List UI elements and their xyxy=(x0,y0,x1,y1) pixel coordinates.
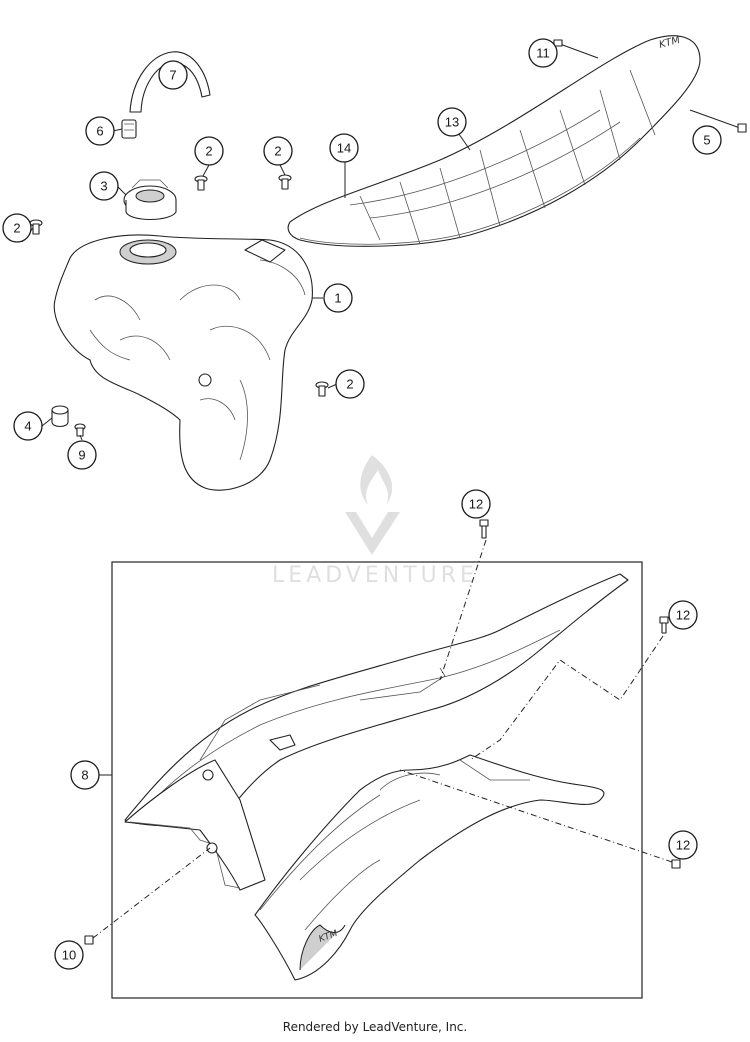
side-panel-lower: KTM xyxy=(254,754,605,981)
footer-credit: Rendered by LeadVenture, Inc. xyxy=(282,1020,468,1034)
screw-4 xyxy=(315,381,329,397)
bolt-12a xyxy=(479,519,489,539)
bolt-12b xyxy=(659,616,669,634)
leader-9 xyxy=(79,434,83,441)
svg-text:14: 14 xyxy=(337,141,351,156)
screw-1 xyxy=(194,175,208,191)
fuel-hose xyxy=(129,51,211,113)
callout-2c: 2 xyxy=(2,213,32,243)
fuel-tank xyxy=(53,234,313,491)
seat-bolt-front xyxy=(553,39,599,59)
svg-text:9: 9 xyxy=(78,448,85,463)
callout-10: 10 xyxy=(54,940,84,970)
callout-2b: 2 xyxy=(263,136,293,166)
fuel-cap xyxy=(123,179,177,221)
svg-text:6: 6 xyxy=(96,124,103,139)
callout-6: 6 xyxy=(85,116,115,146)
leadventure-watermark: LEADVENTURE xyxy=(272,455,478,588)
svg-text:13: 13 xyxy=(445,115,459,130)
svg-text:7: 7 xyxy=(169,68,176,83)
svg-text:2: 2 xyxy=(274,144,281,159)
callout-2a: 2 xyxy=(194,136,224,166)
callout-3: 3 xyxy=(89,171,119,201)
screw-3 xyxy=(29,219,43,235)
leader-2b xyxy=(279,164,286,176)
svg-text:11: 11 xyxy=(536,46,550,61)
leader-2a xyxy=(202,164,210,177)
callout-12b: 12 xyxy=(668,600,698,630)
dash-12c xyxy=(399,769,673,863)
callout-14: 14 xyxy=(329,133,359,163)
svg-text:12: 12 xyxy=(676,838,690,853)
svg-text:10: 10 xyxy=(62,948,76,963)
svg-text:8: 8 xyxy=(81,768,88,783)
kit-frame xyxy=(111,561,643,999)
svg-text:5: 5 xyxy=(703,133,710,148)
screw-2 xyxy=(278,174,292,190)
svg-text:2: 2 xyxy=(346,377,353,392)
leader-4 xyxy=(41,417,53,427)
svg-text:12: 12 xyxy=(469,497,483,512)
radiator-shroud xyxy=(124,759,266,891)
bolt-12c xyxy=(671,859,681,869)
callout-9: 9 xyxy=(67,440,97,470)
dash-10 xyxy=(92,847,211,939)
callout-1: 1 xyxy=(323,283,353,313)
dash-12a xyxy=(439,539,487,681)
callout-11: 11 xyxy=(528,38,558,68)
svg-text:3: 3 xyxy=(100,179,107,194)
seat-logo: KTM xyxy=(658,35,682,51)
side-panel-upper xyxy=(124,573,629,831)
seat: KTM xyxy=(287,35,701,247)
callout-13: 13 xyxy=(437,107,467,137)
callout-12c: 12 xyxy=(668,830,698,860)
spacer xyxy=(51,405,69,428)
seat-bolt-rear xyxy=(689,109,747,133)
callout-8: 8 xyxy=(70,760,100,790)
hose-clip xyxy=(121,119,137,139)
svg-text:2: 2 xyxy=(205,144,212,159)
callout-7: 7 xyxy=(158,60,188,90)
bolt-10 xyxy=(84,935,94,945)
dash-12b xyxy=(469,635,664,761)
svg-text:1: 1 xyxy=(334,291,341,306)
svg-text:12: 12 xyxy=(676,608,690,623)
svg-text:4: 4 xyxy=(24,419,31,434)
callout-2d: 2 xyxy=(335,369,365,399)
callout-5: 5 xyxy=(692,125,722,155)
watermark-text: LEADVENTURE xyxy=(272,563,478,588)
svg-text:2: 2 xyxy=(13,221,20,236)
callout-12a: 12 xyxy=(461,489,491,519)
callout-4: 4 xyxy=(13,411,43,441)
bolt-small xyxy=(74,423,86,437)
